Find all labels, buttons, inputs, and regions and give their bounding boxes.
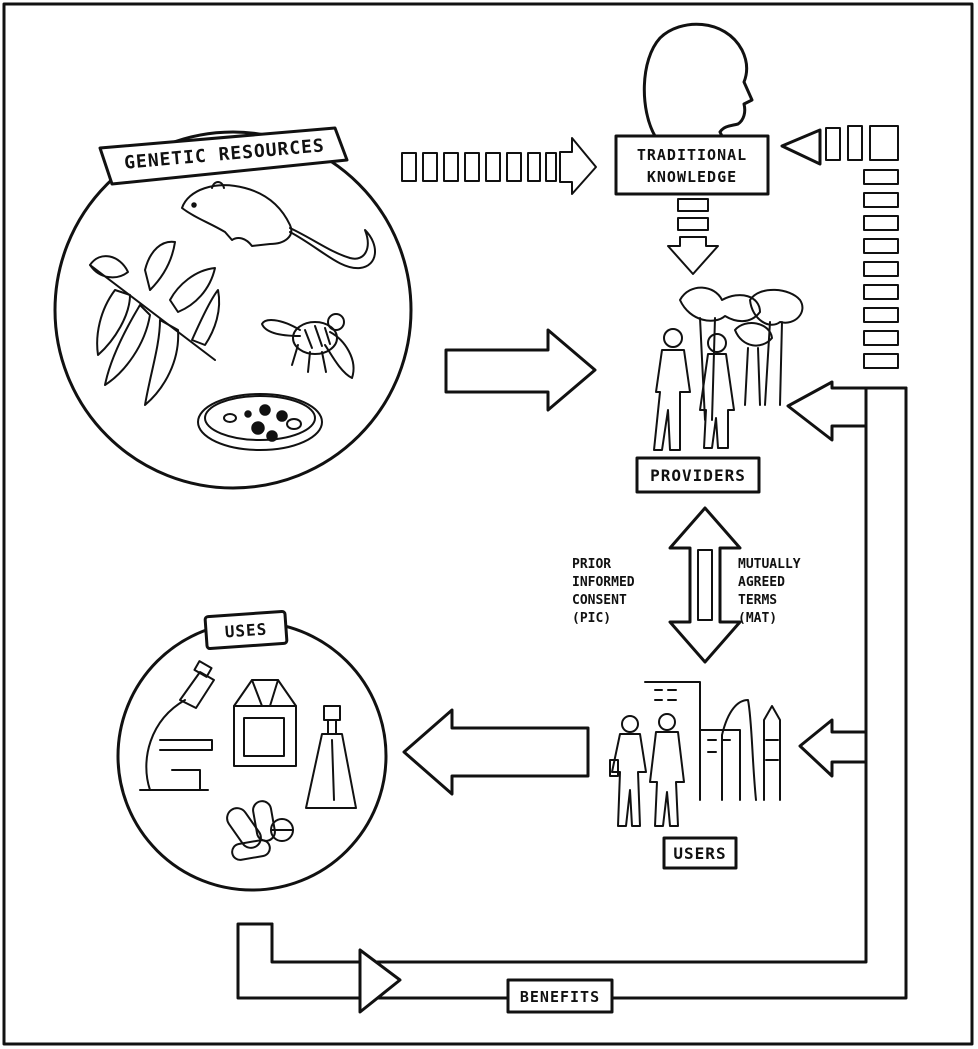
- providers-box: [635, 456, 761, 494]
- pills-icon: [226, 800, 294, 861]
- bee-icon: [261, 313, 355, 379]
- pic-line-3: CONSENT: [572, 593, 627, 608]
- users-label: USERS: [673, 844, 726, 863]
- mat-line-2: AGREED: [738, 575, 785, 590]
- pic-line-4: (PIC): [572, 611, 611, 626]
- pic-note: PRIOR INFORMED CONSENT (PIC): [572, 557, 635, 626]
- spray-bottle-icon: [305, 705, 357, 809]
- arrow-benefits-to-users: [798, 718, 868, 778]
- traditional-knowledge-label-line2: KNOWLEDGE: [647, 168, 737, 186]
- uses-group: USES: [116, 609, 388, 892]
- traditional-knowledge-box: [614, 134, 770, 196]
- microscope-icon: [139, 660, 215, 791]
- pic-line-1: PRIOR: [572, 557, 611, 572]
- uses-banner: [203, 609, 289, 651]
- mat-line-1: MUTUALLY: [738, 557, 801, 572]
- benefits-box: [506, 978, 614, 1014]
- petri-dish-icon: [197, 393, 323, 451]
- genetic-resources-circle: [53, 130, 413, 490]
- arrow-users-to-uses: [402, 708, 590, 796]
- benefits-loop: [236, 380, 908, 1014]
- dashed-arrow-tk-to-providers: [667, 198, 719, 275]
- pic-line-2: INFORMED: [572, 575, 635, 590]
- traditional-knowledge-label-line1: TRADITIONAL: [637, 146, 747, 164]
- benefits-label: BENEFITS: [520, 988, 600, 1006]
- genetic-resources-group: GENETIC RESOURCES: [53, 126, 413, 490]
- dashed-arrow-benefits-to-tk: [780, 125, 899, 369]
- mat-note: MUTUALLY AGREED TERMS (MAT): [738, 557, 801, 626]
- uses-label: USES: [224, 620, 268, 642]
- arrow-benefits-to-providers: [786, 380, 868, 442]
- providers-label: PROVIDERS: [650, 466, 746, 485]
- mat-line-3: TERMS: [738, 593, 777, 608]
- rat-icon: [181, 181, 376, 270]
- users-people-icon: [609, 713, 685, 827]
- genetic-resources-banner: [98, 126, 349, 186]
- people-icon: [653, 328, 735, 451]
- milk-carton-icon: [233, 679, 297, 767]
- trees-icon: [679, 286, 804, 421]
- mat-line-4: (MAT): [738, 611, 777, 626]
- double-arrow-pic-mat: [668, 506, 742, 664]
- users-box: [662, 836, 738, 870]
- human-head-icon: [642, 22, 754, 138]
- dashed-arrow-gr-to-tk: [401, 137, 597, 195]
- arrow-gr-to-providers: [444, 328, 597, 412]
- city-buildings-icon: [644, 681, 781, 801]
- leaf-icon: [89, 240, 221, 406]
